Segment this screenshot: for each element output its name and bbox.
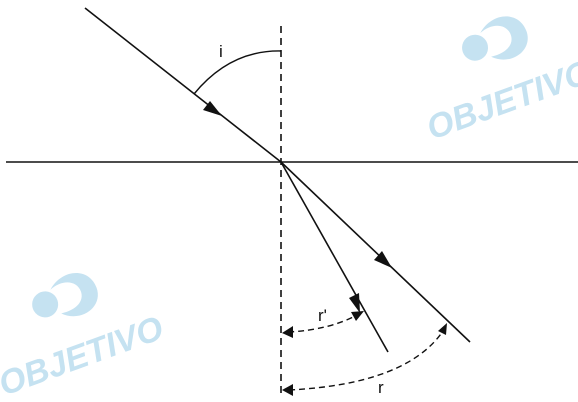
refraction-angle-arrow-left	[282, 384, 293, 396]
incidence-angle-label: i	[219, 42, 223, 61]
refraction-angle-arc	[288, 327, 446, 391]
refraction-angle-arrow-right	[438, 323, 447, 335]
watermark-top-right: OBJETIVO	[422, 16, 578, 148]
refraction-angle-prime-arrow-left	[282, 326, 293, 338]
refraction-angle-prime-label: r'	[318, 306, 327, 325]
refracted-ray-prime-arrowhead	[349, 293, 360, 313]
refracted-ray	[280, 161, 471, 343]
watermark-brand-text: OBJETIVO	[0, 309, 168, 402]
refracted-ray-arrowhead	[374, 251, 392, 268]
watermark-bottom-left: OBJETIVO	[0, 273, 168, 402]
refraction-angle-prime-arrow-right	[351, 311, 364, 321]
watermark-brand-text: OBJETIVO	[422, 53, 578, 148]
incident-ray	[84, 7, 282, 163]
incidence-angle-arc	[193, 50, 282, 95]
incident-ray-arrowhead	[203, 101, 222, 116]
watermark-logo	[32, 273, 98, 318]
refracted-ray-prime	[280, 161, 389, 353]
watermark-logo	[462, 16, 528, 61]
refraction-angle-label: r	[378, 378, 384, 397]
